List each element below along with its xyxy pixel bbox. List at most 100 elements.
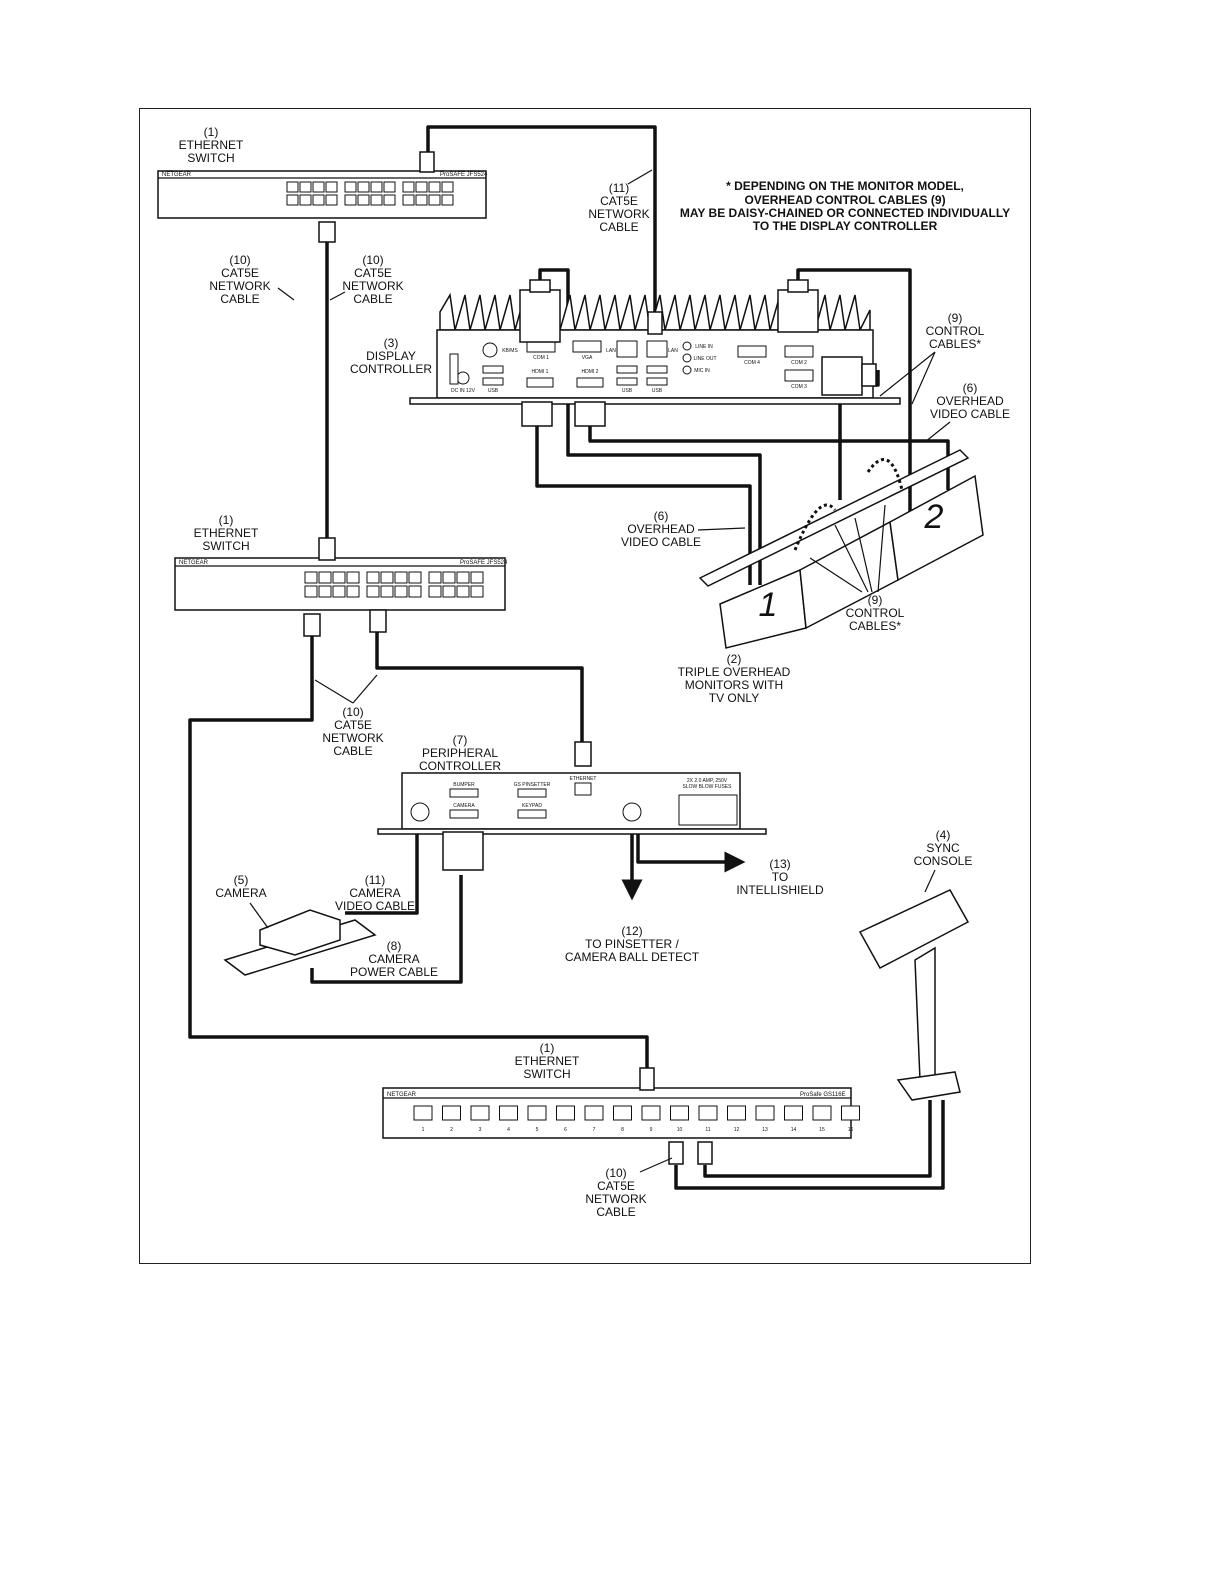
model-label: ProSAFE JFS524 (440, 172, 488, 178)
svg-text:(1): (1) (219, 513, 234, 527)
svg-text:CAMERA: CAMERA (453, 803, 475, 809)
svg-text:HDMI 2: HDMI 2 (582, 369, 599, 375)
svg-text:NETWORK: NETWORK (209, 279, 270, 293)
svg-text:SYNC: SYNC (926, 841, 960, 855)
rj45-port (318, 585, 332, 598)
svg-text:(10): (10) (605, 1166, 626, 1180)
dc-power-jack (456, 371, 470, 385)
port-number: 6 (564, 1127, 567, 1133)
audio-jack (682, 341, 692, 351)
svg-text:TV ONLY: TV ONLY (709, 691, 759, 705)
rj45-port (312, 181, 325, 193)
rj45-port (357, 194, 370, 206)
svg-text:BUMPER: BUMPER (453, 782, 475, 788)
db9-plug-com2 (777, 289, 819, 333)
svg-text:DC IN 12V: DC IN 12V (451, 388, 476, 394)
svg-text:TO: TO (772, 870, 788, 884)
svg-text:CAMERA: CAMERA (349, 886, 400, 900)
svg-text:DISPLAY: DISPLAY (366, 349, 416, 363)
audio-jack (682, 353, 692, 363)
rj45-port (428, 571, 442, 584)
svg-text:(6): (6) (963, 381, 978, 395)
audio-jack (682, 365, 692, 375)
model-label: ProSafe GS116E (800, 1092, 846, 1098)
port-number: 9 (650, 1127, 653, 1133)
svg-text:(3): (3) (384, 336, 399, 350)
rj45-port (470, 1105, 490, 1121)
display-controller: (3) DISPLAY CONTROLLER KB/MS COM 1 VGA L… (350, 279, 901, 427)
switch-body (174, 557, 506, 611)
port-number: 13 (762, 1127, 768, 1133)
port-number: 2 (450, 1127, 453, 1133)
svg-text:LAN: LAN (668, 348, 678, 354)
rj45-port (380, 571, 394, 584)
rj45-port (299, 194, 312, 206)
db9-plug-screw (861, 363, 877, 387)
fuse-holder (678, 794, 738, 826)
rj45-port (812, 1105, 832, 1121)
rj45-port (470, 571, 484, 584)
rj45-port (613, 1105, 632, 1121)
com4-port (737, 345, 767, 358)
svg-text:(9): (9) (948, 311, 963, 325)
svg-text:CABLE: CABLE (220, 292, 259, 306)
cable-10-console-b (703, 1100, 932, 1178)
rj45-port (299, 181, 312, 193)
cable-com2-control (796, 268, 912, 515)
brand-logo: NETGEAR (387, 1092, 417, 1098)
label-control-cables-top: (9) CONTROL CABLES* (879, 311, 985, 405)
svg-text:COM 2: COM 2 (791, 360, 807, 366)
rj45-port (470, 585, 484, 598)
port-number: 3 (479, 1127, 482, 1133)
svg-text:CAMERA: CAMERA (215, 886, 266, 900)
svg-text:NETWORK: NETWORK (585, 1192, 646, 1206)
camera: (5) CAMERA (215, 873, 377, 976)
svg-text:2X 2.0 AMP, 250V: 2X 2.0 AMP, 250V (687, 778, 728, 784)
rj45-port (841, 1105, 860, 1121)
ethernet-switch-bot: (1) ETHERNET SWITCH NETGEAR ProSafe GS11… (382, 1041, 860, 1165)
usb-port (482, 365, 504, 374)
svg-text:CONTROL: CONTROL (846, 606, 905, 620)
com3-port (784, 369, 814, 382)
vga-port (572, 340, 602, 353)
svg-text:CAT5E: CAT5E (334, 718, 372, 732)
usb-port (646, 365, 668, 374)
svg-text:ETHERNET: ETHERNET (570, 776, 597, 782)
monitor-2-number: 2 (924, 498, 944, 536)
hdmi2-port (576, 377, 604, 388)
rj45-port (428, 585, 442, 598)
svg-text:HDMI 1: HDMI 1 (532, 369, 549, 375)
control-cable-dotted (793, 503, 837, 551)
rj45-port (357, 181, 370, 193)
power-switch (449, 353, 459, 385)
label-camera-video: (11) CAMERA VIDEO CABLE (335, 873, 415, 913)
rj45-port (318, 571, 332, 584)
rj45-port (784, 1105, 803, 1121)
keypad-port (517, 809, 547, 819)
svg-text:CAMERA: CAMERA (368, 952, 419, 966)
svg-text:NETWORK: NETWORK (342, 279, 403, 293)
mount-flange (409, 397, 901, 405)
svg-text:CAT5E: CAT5E (597, 1179, 635, 1193)
svg-text:CAT5E: CAT5E (221, 266, 259, 280)
svg-text:(4): (4) (936, 828, 951, 842)
rj45-plug (668, 1141, 684, 1165)
label-pinsetter: (12) TO PINSETTER / CAMERA BALL DETECT (565, 924, 700, 964)
svg-text:TO PINSETTER /: TO PINSETTER / (585, 937, 679, 951)
port-number: 11 (705, 1127, 710, 1133)
rj45-port (346, 571, 360, 584)
svg-text:CONTROLLER: CONTROLLER (350, 362, 432, 376)
svg-text:VIDEO CABLE: VIDEO CABLE (621, 535, 701, 549)
port-number: 14 (791, 1127, 797, 1133)
svg-text:(8): (8) (387, 939, 402, 953)
label-line: ETHERNET (179, 138, 244, 152)
label-monitors: (2) TRIPLE OVERHEAD MONITORS WITH TV ONL… (678, 652, 791, 705)
cable-10-peripheral (375, 630, 584, 745)
console-pedestal (914, 946, 936, 1081)
cable-11-camera-video (345, 830, 419, 915)
sync-console: (4) SYNC CONSOLE (858, 828, 972, 1101)
rj45-port (344, 194, 357, 206)
label-cable-10-bot: (10) CAT5E NETWORK CABLE (585, 1157, 673, 1219)
cable-10-long (188, 635, 649, 1070)
